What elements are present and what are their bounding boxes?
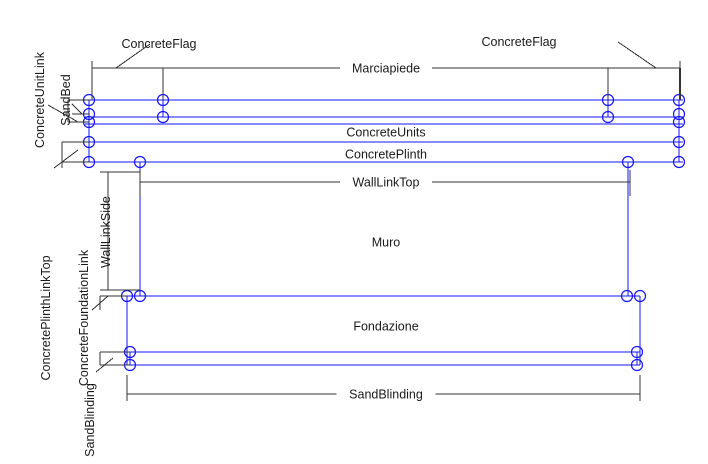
label-concreteunits: ConcreteUnits (346, 126, 425, 140)
label-concreteplinthlinktop: ConcretePlinthLinkTop (39, 255, 53, 380)
label-fondazione: Fondazione (353, 320, 418, 334)
label-sandblinding-vertical: SandBlinding (83, 383, 97, 457)
node-circle-n12 (672, 115, 686, 129)
label-walllinkside: WallLinkSide (99, 196, 113, 268)
node-circle-n13 (672, 135, 686, 149)
node-circle-n7 (156, 110, 170, 124)
node-circle-n9 (601, 110, 615, 124)
node-circle-n14 (672, 155, 686, 169)
label-concreteunitlink: ConcreteUnitLink (33, 51, 47, 148)
label-sandbed: SandBed (59, 74, 73, 125)
node-circle-n23 (630, 345, 644, 359)
leader-concreteplinthlinktop (53, 149, 79, 169)
leader-concretefoundationlink (91, 295, 109, 311)
node-circle-n19 (620, 289, 634, 303)
leader-sandbed (71, 103, 83, 115)
label-marciapiede: Marciapiede (352, 62, 420, 76)
leader-concreteflag-right (617, 41, 657, 69)
label-concreteplinth: ConcretePlinth (345, 148, 427, 162)
label-muro: Muro (372, 236, 401, 250)
node-circle-n10 (672, 93, 686, 107)
leader-concreteunitlink (47, 104, 79, 123)
node-circle-n24 (630, 358, 644, 372)
label-concreteflag-right: ConcreteFlag (481, 35, 556, 49)
node-circle-n11 (672, 107, 686, 121)
label-concreteflag-left: ConcreteFlag (121, 37, 196, 51)
node-circle-n16 (621, 155, 635, 169)
leader-sandblinding-vertical (95, 357, 114, 373)
node-circle-n15 (133, 155, 147, 169)
label-sandblinding: SandBlinding (349, 388, 423, 402)
leader-concreteflag-left (115, 43, 151, 69)
label-concretefoundationlink: ConcreteFoundationLink (77, 249, 91, 386)
label-walllinktop: WallLinkTop (353, 176, 420, 190)
node-circle-n20 (633, 289, 647, 303)
